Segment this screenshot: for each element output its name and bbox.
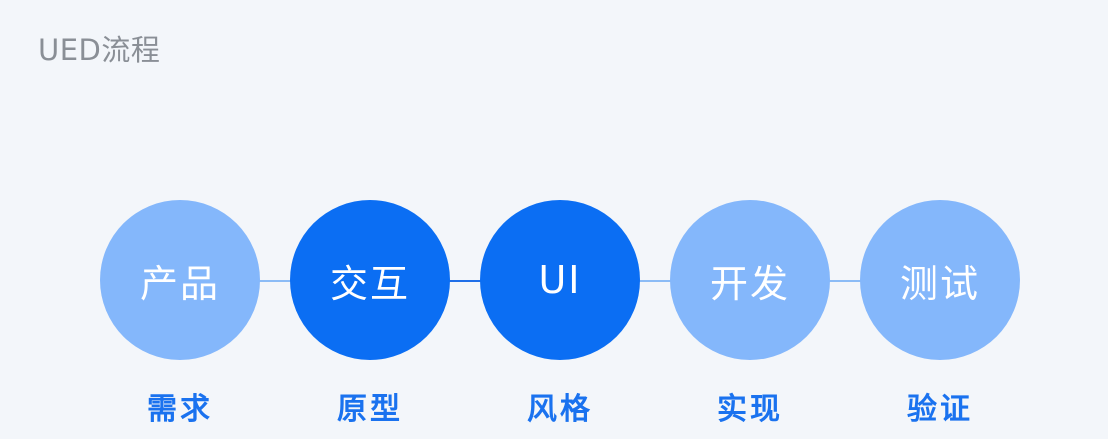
step-caption: 实现: [717, 392, 783, 427]
flow-step-development: 开发 实现: [670, 200, 830, 432]
flow-connector-line-highlight: [370, 280, 560, 282]
step-caption: 验证: [907, 392, 973, 427]
step-circle: 交互: [290, 200, 450, 360]
step-caption: 原型: [337, 392, 403, 427]
step-label: 产品: [139, 261, 220, 306]
step-caption: 需求: [147, 392, 213, 427]
page-title: UED流程: [38, 33, 161, 67]
flow-step-product: 产品 需求: [100, 200, 260, 432]
step-circle: UI: [480, 200, 640, 360]
step-label: 交互: [329, 261, 410, 306]
step-caption: 风格: [527, 392, 593, 427]
step-circle: 产品: [100, 200, 260, 360]
flow-step-testing: 测试 验证: [860, 200, 1020, 432]
flow-step-ui: UI 风格: [480, 200, 640, 432]
step-label: 开发: [709, 261, 790, 306]
step-circle: 测试: [860, 200, 1020, 360]
step-label: UI: [538, 258, 582, 302]
flow-step-interaction: 交互 原型: [290, 200, 450, 432]
step-circle: 开发: [670, 200, 830, 360]
step-label: 测试: [899, 261, 980, 306]
